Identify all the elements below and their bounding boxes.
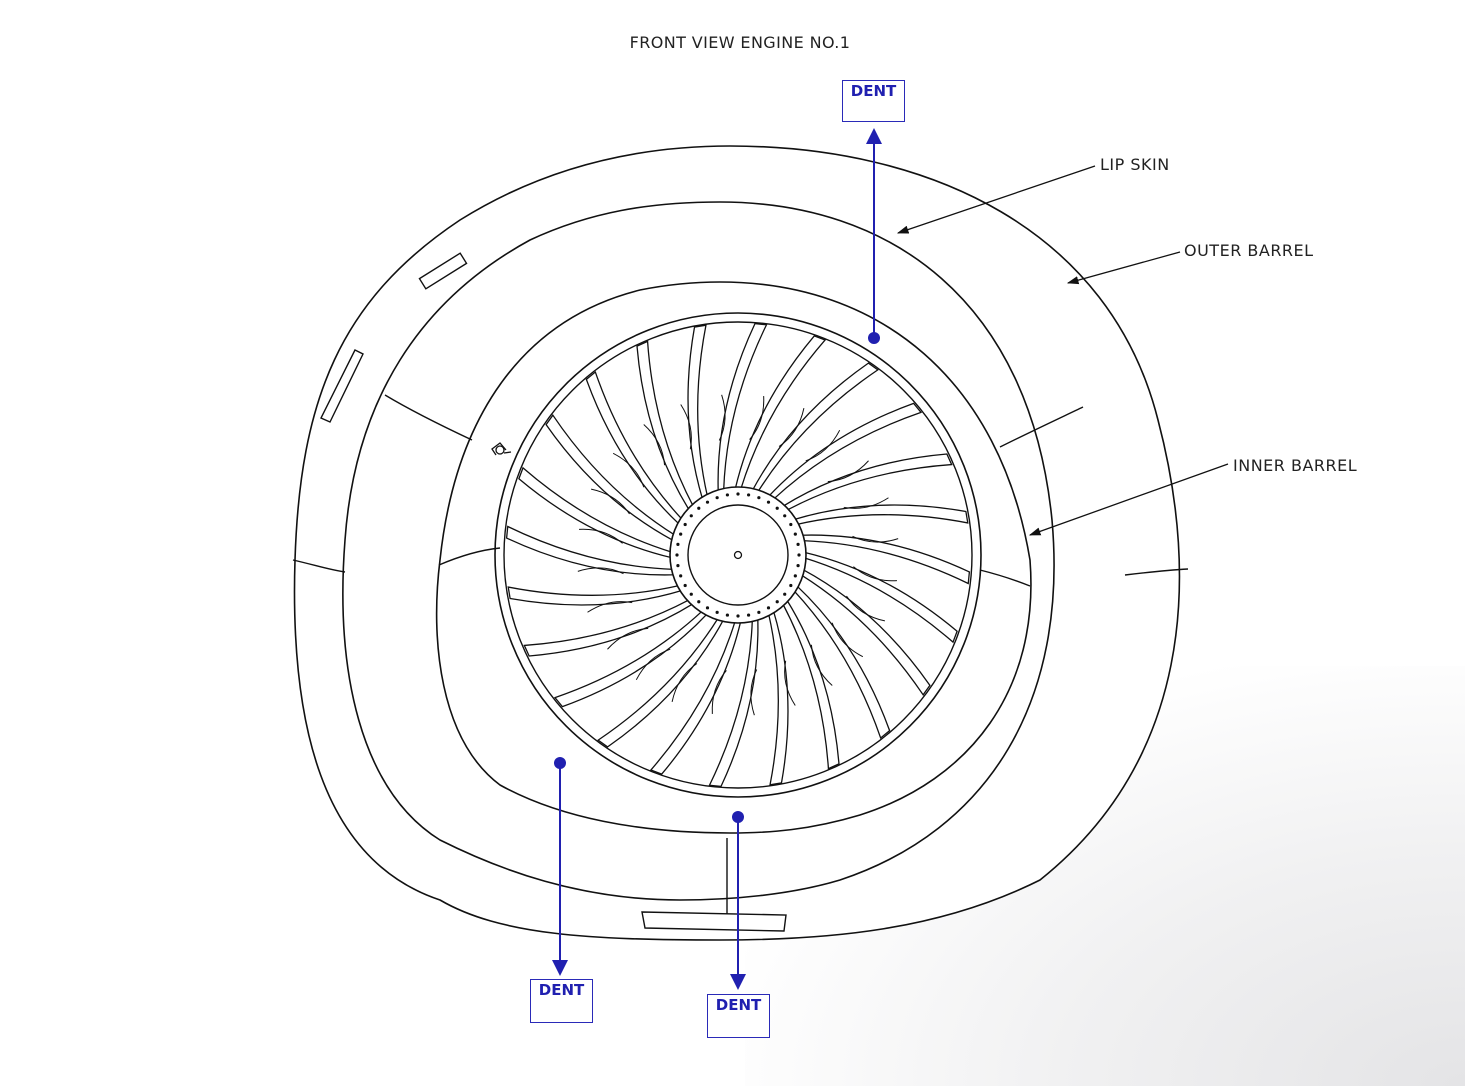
fan-blade-platform (607, 627, 649, 650)
spinner-bolt (757, 496, 761, 500)
fan-blade-platform (853, 566, 897, 582)
spinner-bolt (746, 493, 751, 497)
access-panel (320, 349, 364, 423)
fan-case-inner-ring (503, 321, 973, 789)
fan-blade-platform (577, 567, 624, 575)
spinner-bolt (793, 532, 797, 536)
spinner-bolt (766, 606, 771, 610)
inner-barrel-contour (435, 281, 1032, 834)
dent-label-top: DENT (842, 80, 905, 122)
spinner-bolt (736, 614, 740, 618)
spinner-bolt (676, 563, 680, 568)
spinner-bolt (705, 606, 710, 610)
panel-split-line (1124, 568, 1189, 576)
spinner-bolt (736, 492, 740, 496)
inner-barrel-leader (1028, 463, 1229, 536)
dent-label-bottom-center: DENT (707, 994, 770, 1038)
spinner-bolt (683, 583, 687, 588)
spinner-bolt (775, 600, 779, 604)
spinner-tip (733, 550, 743, 560)
fan-blade-platform (671, 663, 698, 702)
spinner-bolt (725, 493, 730, 497)
spinner-bolt (697, 600, 701, 604)
fan-blade-platform (591, 488, 630, 515)
fan-blade-platform (805, 429, 841, 462)
dent-marker-bottom-center (730, 811, 746, 990)
panel-split-line (999, 406, 1084, 448)
spinner-bolt (679, 574, 683, 578)
spinner-bolt (775, 506, 779, 510)
inner-barrel-label: INNER BARREL (1233, 456, 1358, 475)
spinner-bolt (697, 506, 701, 510)
fan-blade-platform (846, 595, 885, 622)
spinner-bolt (796, 542, 800, 547)
dent-marker-top (866, 128, 882, 344)
fan-blade-platform (827, 460, 869, 483)
fan-blade-platform (749, 396, 765, 440)
spinner-bolt (797, 553, 801, 557)
spinner-bolt (789, 583, 793, 588)
spinner-bolt (766, 500, 771, 504)
spinner-bolt (783, 514, 787, 518)
fan-blade-platform (643, 424, 666, 466)
spinner-bolt (783, 592, 787, 596)
spinner-bolt (689, 514, 693, 518)
fan-case-outer-ring (494, 312, 982, 798)
lip-skin-label: LIP SKIN (1100, 155, 1170, 174)
fan-blade-platform (711, 670, 727, 714)
spinner-bolt (789, 522, 793, 527)
fan-blade-platform (750, 669, 758, 716)
spinner-bolt (793, 574, 797, 578)
fan-blade-platform (587, 601, 633, 613)
fan-blade-platform (843, 497, 889, 509)
dent-marker-bottom-left (552, 757, 568, 976)
spinner-bolt (675, 553, 679, 557)
lip-skin-leader (896, 165, 1096, 234)
spinner-bolt (746, 613, 751, 617)
fan-blade-platform (579, 528, 623, 544)
spinner-bolt (757, 610, 761, 614)
spinner-bolt (715, 610, 719, 614)
fan-blade-platform (778, 408, 805, 447)
fan-blade-platform (784, 660, 796, 706)
panel-split-line (384, 394, 473, 441)
fan-blade-platform (612, 452, 645, 488)
spinner-bolt (725, 613, 730, 617)
dent-label-bottom-left: DENT (530, 979, 593, 1023)
outer-barrel-leader (1066, 251, 1181, 285)
spinner-bolt (689, 592, 693, 596)
probe-sensor (491, 442, 512, 456)
panel-split-line (979, 569, 1031, 587)
fan-blade-platform (810, 644, 833, 686)
access-panel (418, 252, 468, 290)
spinner-bolts (675, 492, 801, 618)
spinner-bolt (679, 532, 683, 536)
fan-blade-platform (831, 622, 864, 658)
drawing-title: FRONT VIEW ENGINE NO.1 (629, 33, 851, 52)
spinner-bolt (796, 563, 800, 568)
lip-skin-contour (342, 201, 1055, 901)
bottom-drain-panel (641, 911, 787, 932)
spinner-bolt (715, 496, 719, 500)
fan-blade-platform (718, 394, 726, 441)
spinner-bolt (676, 542, 680, 547)
spinner-bolt (705, 500, 710, 504)
outer-barrel-label: OUTER BARREL (1184, 241, 1314, 260)
spinner-bolt (683, 522, 687, 527)
fan-blade-platform (635, 648, 671, 681)
fan-blade-platform (680, 404, 692, 450)
panel-split-line (292, 559, 346, 573)
fan-blades (505, 322, 971, 788)
fan-blade-platform (852, 535, 899, 543)
